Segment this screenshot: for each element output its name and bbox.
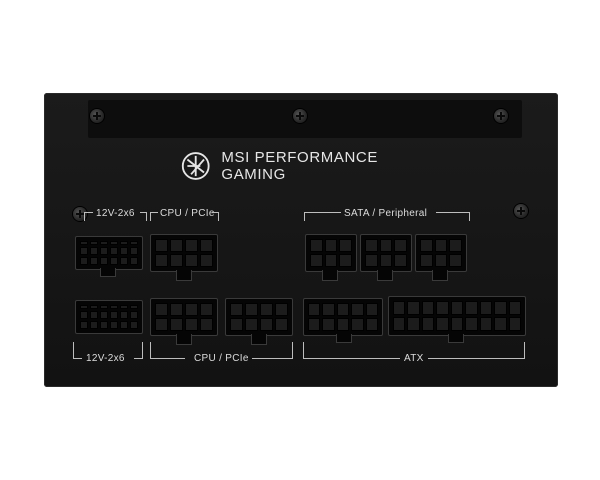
brand-logo-text: MSI PERFORMANCE GAMING — [221, 149, 378, 183]
screw-icon — [293, 109, 307, 123]
label-sata-peripheral: SATA / Peripheral — [344, 208, 428, 219]
connector-12v-2x6-bottom — [75, 300, 143, 334]
label-cpu-pcie-bottom: CPU / PCIe — [194, 353, 249, 364]
connector-sata-3 — [415, 234, 467, 272]
msi-dragon-icon — [181, 152, 210, 180]
label-atx: ATX — [404, 353, 424, 364]
label-12v-2x6-bottom: 12V-2x6 — [86, 353, 125, 364]
screw-icon — [90, 109, 104, 123]
connector-tab — [100, 268, 116, 277]
bracket-cpu-top-left — [150, 212, 158, 221]
connector-tab — [322, 270, 338, 281]
bracket-sata-left — [304, 212, 341, 221]
bracket-cpu-top-right — [212, 212, 219, 221]
connector-tab — [448, 334, 464, 343]
label-12v-2x6-top: 12V-2x6 — [96, 208, 135, 219]
screw-icon — [494, 109, 508, 123]
connector-cpu-pcie-top — [150, 234, 218, 272]
connector-cpu-pcie-bottom-2 — [225, 298, 293, 336]
bracket-sata-right — [436, 212, 470, 221]
bracket-cpu-bottom-left — [150, 342, 185, 359]
connector-tab — [176, 270, 192, 281]
bracket-atx-right — [428, 342, 525, 359]
connector-cpu-pcie-bottom-1 — [150, 298, 218, 336]
bracket-cpu-bottom-right — [252, 342, 293, 359]
bracket-12v-top — [84, 212, 93, 221]
bracket-12v-bottom-left — [73, 342, 82, 359]
connector-sata-1 — [305, 234, 357, 272]
brand-logo: MSI PERFORMANCE GAMING — [180, 146, 430, 186]
connector-tab — [251, 334, 267, 345]
screw-icon — [514, 204, 528, 218]
connector-tab — [176, 334, 192, 345]
connector-sata-2 — [360, 234, 412, 272]
connector-tab — [432, 270, 448, 281]
connector-atx-10pin — [303, 298, 383, 336]
connector-12v-2x6-top — [75, 236, 143, 270]
bracket-atx-left — [303, 342, 400, 359]
connector-tab — [336, 334, 352, 343]
connector-tab — [377, 270, 393, 281]
screw-icon — [73, 207, 87, 221]
bracket-12v-top-right — [140, 212, 147, 221]
label-cpu-pcie-top: CPU / PCIe — [160, 208, 215, 219]
bracket-12v-bottom-right — [134, 342, 143, 359]
connector-atx-main — [388, 296, 526, 336]
